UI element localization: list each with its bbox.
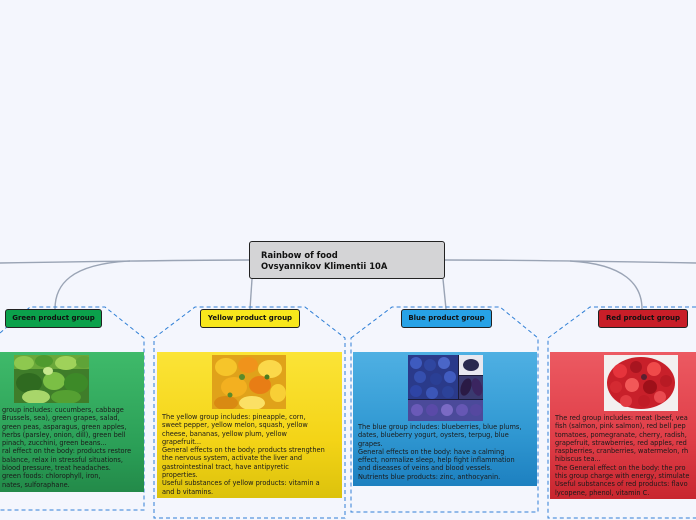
connector-lines xyxy=(0,259,696,310)
green-boundary xyxy=(0,306,145,511)
red-group-topic[interactable]: Red product group xyxy=(598,309,688,328)
blue-boundary xyxy=(350,306,539,513)
blue-group-label: Blue product group xyxy=(408,314,485,322)
connector-red xyxy=(569,260,643,310)
green-line-4: herbs (parsley, onion, dill), green bell xyxy=(2,430,126,439)
central-topic[interactable]: Rainbow of food Ovsyannikov Klimentii 10… xyxy=(249,241,445,279)
blue-group-note[interactable]: The blue group includes: blueberries, bl… xyxy=(353,352,537,486)
red-line-5: raspberries, cranberries, watermelon, rh xyxy=(555,447,689,456)
yellow-line-1: The yellow group includes: pineapple, co… xyxy=(162,413,306,421)
green-group-label: Green product group xyxy=(12,314,95,322)
green-line-10: nates, sulforaphane. xyxy=(2,480,70,489)
red-line-2: fish (salmon, pink salmon), red bell pep xyxy=(555,422,686,431)
yellow-line-5: General effects on the body: products st… xyxy=(162,446,325,455)
green-group-note[interactable]: group includes: cucumbers, cabbage Bruss… xyxy=(0,352,144,492)
blue-line-1: The blue group includes: blueberries, bl… xyxy=(358,423,522,431)
blue-line-2: dates, blueberry yogurt, oysters, terpug… xyxy=(358,431,509,440)
blue-line-4: General effects on the body: have a calm… xyxy=(358,447,505,456)
red-line-8: this group charge with energy, stimulate xyxy=(555,472,690,481)
green-line-8: blood pressure, treat headaches. xyxy=(2,464,111,473)
blue-line-5: effect, normalize sleep, help fight infl… xyxy=(358,456,515,465)
yellow-group-label: Yellow product group xyxy=(207,314,293,322)
connector-yellow xyxy=(249,278,253,310)
green-vegetables-photo xyxy=(14,355,89,403)
yellow-line-3: cheese, bananas, yellow plum, yellow xyxy=(162,429,287,438)
blue-group-topic[interactable]: Blue product group xyxy=(401,309,492,328)
green-line-1: group includes: cucumbers, cabbage xyxy=(2,406,124,414)
central-topic-title: Rainbow of food xyxy=(261,250,338,260)
yellow-boundary xyxy=(153,306,346,519)
green-line-5: pinach, zucchini, green beans... xyxy=(2,439,107,448)
green-group-topic[interactable]: Green product group xyxy=(5,309,102,328)
yellow-line-10: and b vitamins. xyxy=(162,487,214,496)
red-line-1: The red group includes: meat (beef, vea xyxy=(555,414,688,422)
green-line-3: green peas, asparagus, green apples, xyxy=(2,422,127,431)
blue-line-6: and diseases of veins and blood vessels. xyxy=(358,464,493,473)
green-line-7: balance, relax in stressful situations, xyxy=(2,455,123,464)
yellow-line-9: Useful substances of yellow products: vi… xyxy=(162,479,320,488)
green-line-6: ral effect on the body: products restore xyxy=(2,447,132,456)
yellow-line-2: sweet pepper, yellow melon, squash, yell… xyxy=(162,421,308,430)
red-group-label: Red product group xyxy=(605,314,681,322)
red-line-4: grapefruit, strawberries, red apples, re… xyxy=(555,438,687,447)
red-group-note[interactable]: The red group includes: meat (beef, vea … xyxy=(550,352,696,499)
green-line-9: green foods: chlorophyll, iron, xyxy=(2,472,101,481)
red-line-7: The General effect on the body: the pro xyxy=(555,463,686,472)
yellow-line-7: gastrointestinal tract, have antipyretic xyxy=(162,462,289,471)
yellow-peppers-photo xyxy=(212,355,286,409)
green-line-2: Brussels, sea), green grapes, salad, xyxy=(2,414,120,423)
blue-line-3: grapes. xyxy=(358,439,383,448)
connector-blue xyxy=(442,278,447,310)
blue-line-7: Nutrients blue products: zinc, anthocyan… xyxy=(358,472,501,481)
yellow-line-6: the nervous system, activate the liver a… xyxy=(162,454,303,463)
group-boundaries xyxy=(0,306,696,519)
red-line-6: hibiscus tea... xyxy=(555,455,601,464)
yellow-group-topic[interactable]: Yellow product group xyxy=(200,309,300,328)
red-boundary xyxy=(547,306,696,519)
central-topic-author: Ovsyannikov Klimentii 10A xyxy=(261,261,388,271)
yellow-line-4: grapefruit... xyxy=(162,437,202,446)
yellow-line-8: properties. xyxy=(162,471,198,480)
red-berries-photo xyxy=(604,355,678,411)
blue-foods-collage xyxy=(408,355,483,421)
red-line-9: Useful substances of red products: flavo xyxy=(555,480,688,489)
yellow-group-note[interactable]: The yellow group includes: pineapple, co… xyxy=(157,352,342,498)
red-line-3: tomatoes, pomegranate, cherry, radish, xyxy=(555,430,687,439)
connector-green xyxy=(54,260,131,310)
red-line-10: lycopene, phenol, vitamin C. xyxy=(555,488,650,497)
